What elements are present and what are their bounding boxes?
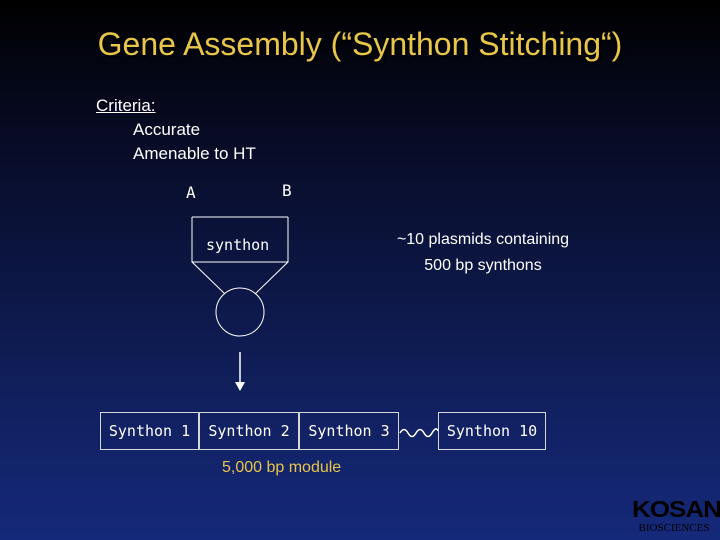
- slide-title: Gene Assembly (“Synthon Stitching“): [97, 26, 623, 62]
- synthon-label: synthon: [206, 236, 270, 254]
- logo-subtitle: BIOSCIENCES: [638, 522, 710, 534]
- synthon-2-box: Synthon 2: [199, 412, 299, 450]
- plasmid-circle: [215, 287, 265, 337]
- kosan-logo: KOSAN BIOSCIENCES: [632, 495, 720, 536]
- plasmid-note-line1: ~10 plasmids containing: [396, 231, 570, 248]
- criteria-item-accurate: Accurate: [133, 120, 201, 139]
- funnel-left-line: [191, 261, 226, 295]
- criteria-heading: Criteria:: [96, 96, 156, 115]
- squiggle-connector: [399, 428, 439, 438]
- synthon-3-box: Synthon 3: [299, 412, 399, 450]
- label-a: A: [186, 183, 196, 202]
- criteria-item-amenable: Amenable to HT: [133, 144, 256, 163]
- down-arrow-head: [235, 382, 245, 391]
- funnel-right-line: [254, 261, 289, 295]
- module-label: 5,000 bp module: [222, 459, 342, 476]
- synthon-box: [191, 217, 289, 263]
- logo-word: KOSAN: [632, 495, 720, 523]
- plasmid-note-line2: 500 bp synthons: [424, 257, 542, 274]
- label-b: B: [282, 181, 292, 200]
- synthon-1-box: Synthon 1: [100, 412, 199, 450]
- synthon-10-box: Synthon 10: [438, 412, 546, 450]
- plasmid-note: ~10 plasmids containing 500 bp synthons: [372, 227, 594, 279]
